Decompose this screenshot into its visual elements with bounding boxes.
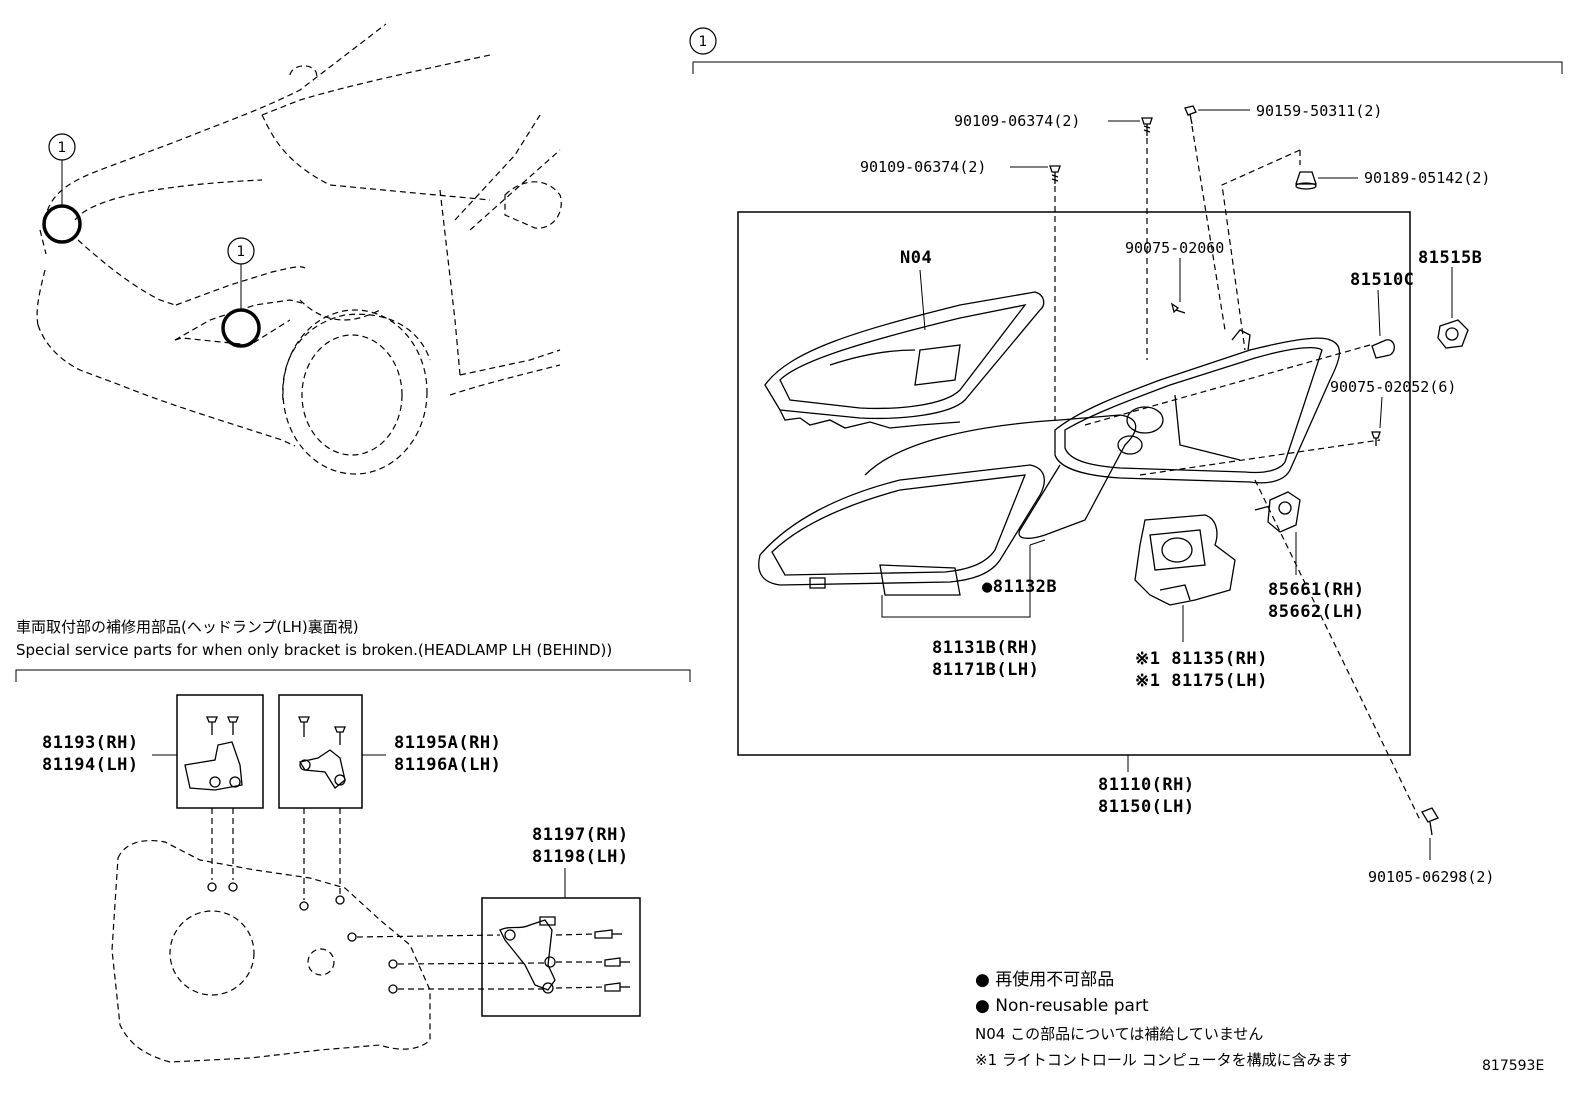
part-label: 90105-06298(2) bbox=[1368, 868, 1494, 886]
socket-icon bbox=[1437, 319, 1469, 349]
part-label: 90109-06374(2) bbox=[860, 158, 986, 176]
callout-circle bbox=[689, 27, 717, 55]
drawing-number: 817593E bbox=[1482, 1058, 1544, 1074]
part-label: 81110(RH) bbox=[1098, 775, 1195, 795]
part-label: 81193(RH) bbox=[42, 733, 139, 753]
service-parts-title-jp: 車両取付部の補修用部品(ヘッドランプ(LH)裏面視) bbox=[16, 618, 359, 636]
legend-non-reusable-jp: ● 再使用不可部品 bbox=[975, 969, 1114, 990]
part-label: 81515B bbox=[1418, 248, 1482, 268]
bracket-drawing bbox=[499, 916, 630, 994]
section-bracket bbox=[692, 61, 1563, 74]
headlamp-assembly-section: 1 bbox=[689, 27, 1563, 886]
car-overview-illustration: 1 1 bbox=[36, 23, 562, 475]
part-label: 81195A(RH) bbox=[394, 733, 501, 753]
bolt-icon bbox=[1184, 105, 1197, 125]
part-label: 81131B(RH) bbox=[932, 638, 1039, 658]
clip-nut-icon bbox=[1295, 171, 1317, 190]
part-label: N04 bbox=[900, 248, 932, 268]
legend-non-reusable-en: ● Non-reusable part bbox=[975, 996, 1149, 1016]
bracket-drawing bbox=[298, 716, 346, 789]
section-bracket bbox=[15, 669, 691, 682]
callout-circle bbox=[227, 237, 255, 265]
part-label: 81510C bbox=[1350, 270, 1414, 290]
part-label: 90159-50311(2) bbox=[1256, 102, 1382, 120]
service-parts-section: 車両取付部の補修用部品(ヘッドランプ(LH)裏面視) Special servi… bbox=[15, 618, 691, 1063]
screw-icon bbox=[1371, 431, 1381, 446]
bracket-81193-box bbox=[176, 694, 264, 809]
gasket-outline bbox=[864, 414, 1137, 539]
part-label: ※1 81175(LH) bbox=[1135, 671, 1268, 691]
headlamp-lens-drawing bbox=[758, 464, 1045, 596]
service-parts-title-en: Special service parts for when only brac… bbox=[16, 641, 612, 659]
legend: ● 再使用不可部品 ● Non-reusable part N04 この部品につ… bbox=[975, 969, 1544, 1074]
light-control-computer-drawing bbox=[1134, 514, 1236, 606]
screw-icon bbox=[1141, 117, 1153, 136]
leveling-actuator-drawing bbox=[1254, 491, 1301, 533]
headlamp-housing-drawing bbox=[1054, 329, 1341, 484]
part-label: 90109-06374(2) bbox=[954, 112, 1080, 130]
bracket-drawing bbox=[184, 716, 243, 791]
headlamp-assy-box bbox=[737, 211, 1411, 756]
screw-icon bbox=[1170, 302, 1186, 314]
bulb-icon bbox=[1371, 339, 1396, 359]
highlight-circle-left-headlamp bbox=[42, 204, 82, 244]
part-label: 85661(RH) bbox=[1268, 580, 1365, 600]
headlamp-bezel-drawing bbox=[764, 291, 1045, 429]
callout-number: 1 bbox=[237, 244, 246, 260]
part-label: 81196A(LH) bbox=[394, 755, 501, 775]
part-label: 81194(LH) bbox=[42, 755, 139, 775]
part-label: 81171B(LH) bbox=[932, 660, 1039, 680]
callout-number: 1 bbox=[699, 34, 708, 50]
legend-n04-note: N04 この部品については補給していません bbox=[975, 1025, 1263, 1043]
part-label: 85662(LH) bbox=[1268, 602, 1365, 622]
headlamp-back-view-drawing bbox=[111, 839, 431, 1063]
part-label: ●81132B bbox=[982, 577, 1057, 597]
callout-circle bbox=[48, 133, 76, 161]
callout-number: 1 bbox=[58, 140, 67, 156]
part-label: 81150(LH) bbox=[1098, 797, 1195, 817]
bolt-icon bbox=[1421, 807, 1439, 836]
bracket-81197-box bbox=[481, 897, 641, 1017]
part-label: ※1 81135(RH) bbox=[1135, 649, 1268, 669]
part-label: 90189-05142(2) bbox=[1364, 169, 1490, 187]
screw-icon bbox=[1049, 165, 1061, 184]
part-label: 90075-02060 bbox=[1125, 239, 1224, 257]
part-label: 81197(RH) bbox=[532, 825, 629, 845]
bracket-81195a-box bbox=[278, 694, 363, 809]
part-label: 81198(LH) bbox=[532, 847, 629, 867]
legend-note-1: ※1 ライトコントロール コンピュータを構成に含みます bbox=[975, 1051, 1352, 1069]
highlight-circle-right-headlamp bbox=[221, 308, 261, 348]
part-label: 90075-02052(6) bbox=[1330, 378, 1456, 396]
